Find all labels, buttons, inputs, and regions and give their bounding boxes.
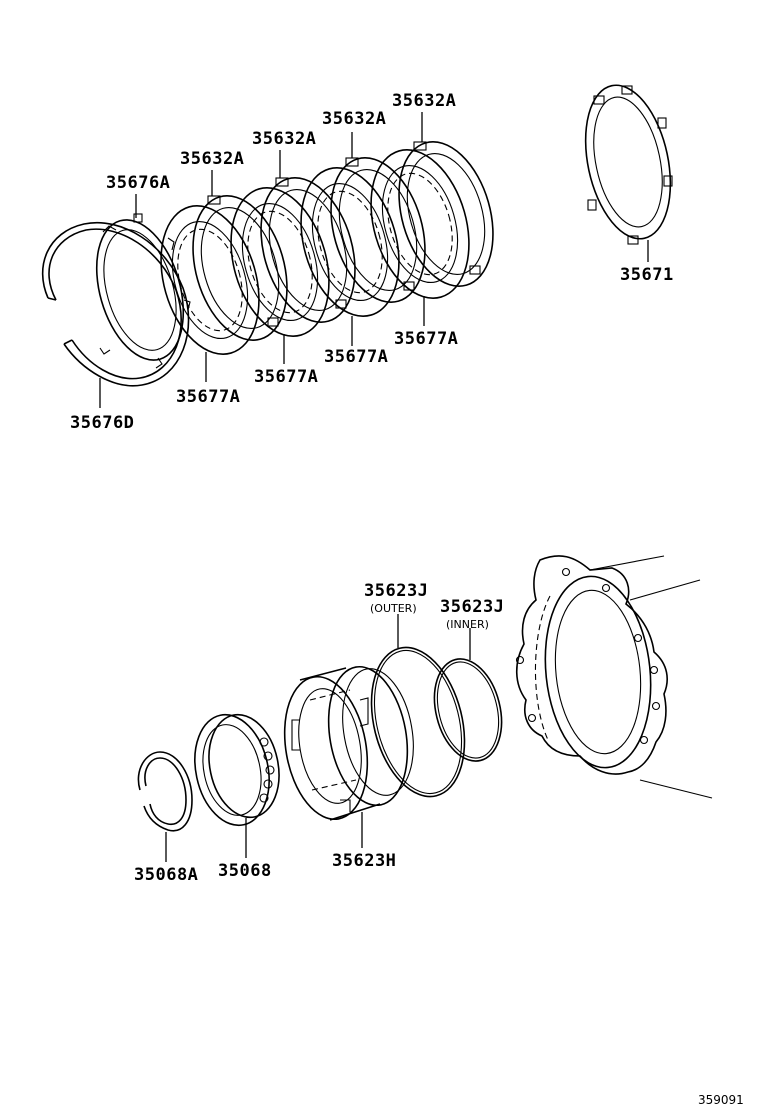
label-35677A-1: 35677A — [176, 387, 240, 407]
disc-35677A-3 — [300, 167, 400, 317]
plate-35632A-2 — [260, 177, 356, 323]
label-35623J-inner-note: (INNER) — [446, 618, 489, 631]
label-35676A: 35676A — [106, 173, 170, 193]
piston-35068 — [194, 713, 280, 827]
label-35677A-4: 35677A — [394, 329, 458, 349]
label-35632A-1: 35632A — [180, 149, 244, 169]
label-35677A-2: 35677A — [254, 367, 318, 387]
label-35623H: 35623H — [332, 851, 396, 871]
label-35632A-2: 35632A — [252, 129, 316, 149]
transmission-case — [515, 555, 713, 799]
lower-leaders — [165, 614, 471, 862]
plate-35671 — [584, 84, 673, 245]
label-35632A-3: 35632A — [322, 109, 386, 129]
plate-35632A-4 — [398, 141, 494, 287]
label-35623J-outer: 35623J — [364, 581, 428, 601]
label-35671: 35671 — [620, 265, 674, 285]
label-35676D: 35676D — [70, 413, 134, 433]
diagram-reference-number: 359091 — [698, 1093, 744, 1107]
snap-ring-35676D — [41, 221, 190, 387]
plate-35632A-1 — [192, 195, 288, 341]
drum-35623H — [283, 665, 414, 821]
disc-35677A-1 — [160, 205, 260, 355]
o-ring-35623J-inner — [433, 658, 503, 762]
label-35068: 35068 — [218, 861, 272, 881]
plate-35676A — [95, 213, 191, 369]
snap-ring-35068A — [137, 751, 193, 832]
o-ring-35623J-outer — [370, 646, 466, 798]
disc-35677A-2 — [230, 187, 330, 337]
label-35623J-inner: 35623J — [440, 597, 504, 617]
upper-leaders — [99, 112, 649, 408]
label-35623J-outer-note: (OUTER) — [370, 602, 417, 615]
label-35632A-4: 35632A — [392, 91, 456, 111]
label-35068A: 35068A — [134, 865, 198, 885]
label-35677A-3: 35677A — [324, 347, 388, 367]
